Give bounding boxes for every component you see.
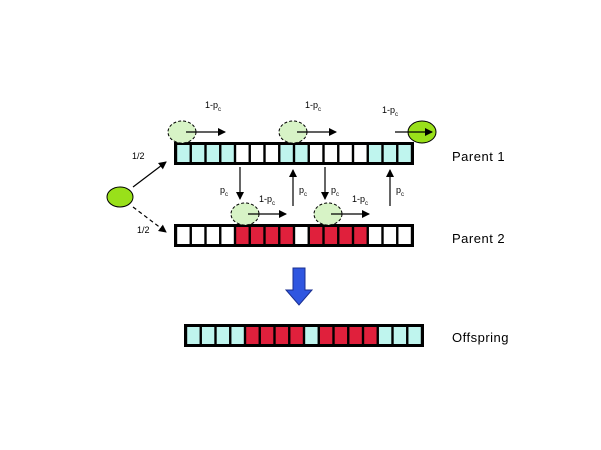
parent2-gene-cell bbox=[265, 227, 279, 244]
offspring-gene-cell bbox=[334, 327, 348, 344]
parent2-gene-cell bbox=[236, 227, 249, 244]
parent1-gene-cell bbox=[280, 145, 293, 162]
label-1-minus-pc: 1-pc bbox=[305, 100, 321, 113]
label-1-minus-pc: 1-pc bbox=[382, 105, 398, 118]
parent1-gene-cell bbox=[191, 145, 205, 162]
offspring-gene-cell bbox=[216, 327, 230, 344]
offspring-gene-cell bbox=[349, 327, 362, 344]
parent2-gene-cell bbox=[280, 227, 293, 244]
label-pc: pc bbox=[299, 185, 307, 198]
parent2-gene-cell bbox=[191, 227, 205, 244]
parent2-gene-cell bbox=[324, 227, 338, 244]
parent1-gene-cell bbox=[398, 145, 411, 162]
offspring-gene-cell bbox=[290, 327, 303, 344]
parent1-gene-cell bbox=[324, 145, 338, 162]
parent2-gene-cell bbox=[309, 227, 323, 244]
offspring-gene-cell bbox=[260, 327, 274, 344]
parent2-gene-cell bbox=[250, 227, 264, 244]
offspring-gene-cell bbox=[275, 327, 289, 344]
parent1-chromosome-frame bbox=[174, 142, 414, 165]
parent1-label: Parent 1 bbox=[452, 149, 505, 164]
parent1-gene-cell bbox=[383, 145, 397, 162]
parent1-gene-cell bbox=[250, 145, 264, 162]
label-pc: pc bbox=[396, 185, 404, 198]
parent1-gene-cell bbox=[265, 145, 279, 162]
parent2-chromosome-frame bbox=[174, 224, 414, 247]
offspring-gene-cell bbox=[231, 327, 244, 344]
parent2-gene-cell bbox=[295, 227, 308, 244]
label-1-minus-pc: 1-pc bbox=[205, 100, 221, 113]
label-1-minus-pc: 1-pc bbox=[259, 194, 275, 207]
offspring-gene-cell bbox=[201, 327, 215, 344]
parent2-gene-cell bbox=[206, 227, 220, 244]
parent1-gene-cell bbox=[368, 145, 382, 162]
offspring-gene-cell bbox=[246, 327, 259, 344]
branch-arrow-parent1 bbox=[132, 161, 167, 188]
parent2-gene-cell bbox=[354, 227, 367, 244]
label-pc: pc bbox=[331, 185, 339, 198]
label-pc: pc bbox=[220, 185, 228, 198]
start-node bbox=[106, 186, 134, 208]
parent1-chromosome bbox=[174, 142, 414, 165]
label-1-minus-pc: 1-pc bbox=[352, 194, 368, 207]
parent2-gene-cell bbox=[398, 227, 411, 244]
parent1-gene-cell bbox=[236, 145, 249, 162]
parent2-gene-cell bbox=[339, 227, 352, 244]
prob-label-parent1: 1/2 bbox=[132, 151, 145, 161]
offspring-chromosome-frame bbox=[184, 324, 424, 347]
parent2-chromosome bbox=[174, 224, 414, 247]
parent2-gene-cell bbox=[221, 227, 234, 244]
offspring-chromosome bbox=[184, 324, 424, 347]
parent1-gene-cell bbox=[206, 145, 220, 162]
offspring-label: Offspring bbox=[452, 330, 509, 345]
parent2-gene-cell bbox=[177, 227, 190, 244]
offspring-gene-cell bbox=[364, 327, 377, 344]
parent2-gene-cell bbox=[368, 227, 382, 244]
offspring-gene-cell bbox=[187, 327, 200, 344]
result-arrow-icon bbox=[284, 267, 314, 306]
prob-label-parent2: 1/2 bbox=[137, 225, 150, 235]
offspring-gene-cell bbox=[408, 327, 421, 344]
offspring-gene-cell bbox=[393, 327, 407, 344]
parent2-gene-cell bbox=[383, 227, 397, 244]
parent1-gene-cell bbox=[221, 145, 234, 162]
parent1-gene-cell bbox=[339, 145, 352, 162]
parent1-gene-cell bbox=[354, 145, 367, 162]
offspring-gene-cell bbox=[378, 327, 392, 344]
offspring-gene-cell bbox=[305, 327, 318, 344]
parent2-label: Parent 2 bbox=[452, 231, 505, 246]
offspring-gene-cell bbox=[319, 327, 333, 344]
parent1-gene-cell bbox=[177, 145, 190, 162]
parent1-gene-cell bbox=[295, 145, 308, 162]
parent1-gene-cell bbox=[309, 145, 323, 162]
